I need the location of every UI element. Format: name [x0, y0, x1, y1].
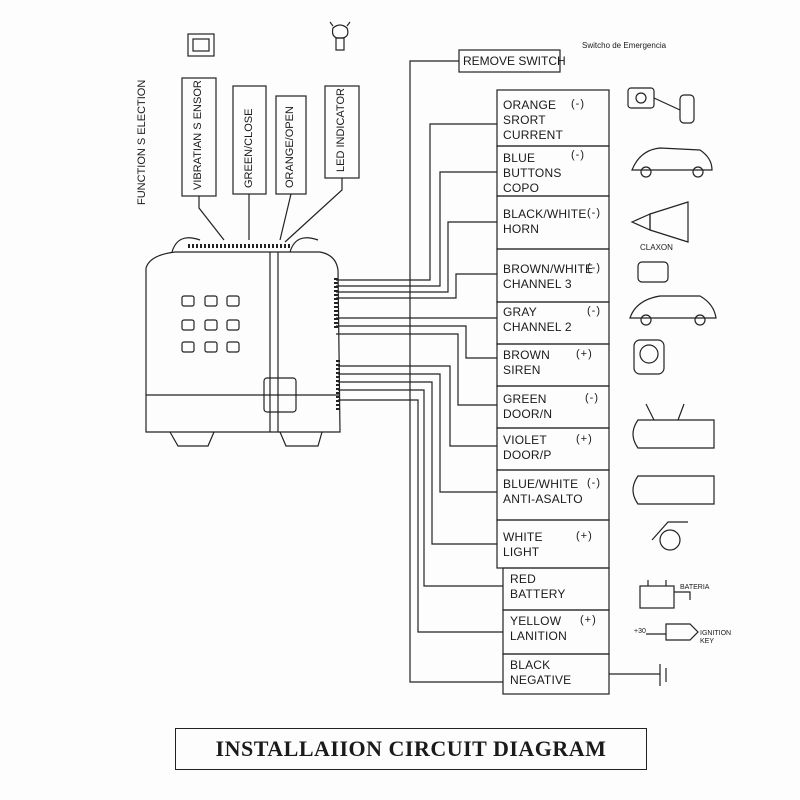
- wire-color: YELLOW: [510, 614, 562, 628]
- wire-color: BLACK/WHITE: [503, 207, 587, 221]
- wire-violet-label: VIOLET DOOR/P: [503, 433, 552, 463]
- wire-blue-label: BLUE BUTTONS COPO: [503, 151, 562, 196]
- wire-gray-label: GRAY CHANNEL 2: [503, 305, 572, 335]
- wire-color: BLACK: [510, 658, 551, 672]
- polarity: (-): [587, 477, 601, 489]
- wire-red-label: RED BATTERY: [510, 572, 566, 602]
- emergency-switch-logo-text: Switcho de Emergencia: [582, 41, 667, 50]
- wire-brown-label: BROWN SIREN: [503, 348, 550, 378]
- diagram-title: INSTALLAIION CIRCUIT DIAGRAM: [175, 728, 647, 770]
- wire-function: BUTTONS: [503, 166, 562, 180]
- polarity: (-): [587, 207, 601, 219]
- remove-switch-label: REMOVE SWITCH: [463, 54, 566, 68]
- wire-color: GREEN: [503, 392, 547, 406]
- ignition-key-label: IGNITION KEY: [700, 630, 732, 645]
- polarity: (+): [576, 433, 593, 445]
- function-selection-label: FUNCTION S ELECTION: [136, 79, 148, 205]
- wire-black-white-label: BLACK/WHITE HORN: [503, 207, 587, 237]
- wire-color: GRAY: [503, 305, 537, 319]
- wire-green-label: GREEN DOOR/N: [503, 392, 552, 422]
- wire-function: HORN: [503, 222, 540, 236]
- wire-color: VIOLET: [503, 433, 547, 447]
- polarity: (+): [576, 348, 593, 360]
- wire-color: BLUE: [503, 151, 536, 165]
- wire-color: ORANGE: [503, 98, 557, 112]
- orange-open-label: ORANGE/OPEN: [284, 106, 296, 188]
- alarm-control-unit: [145, 237, 341, 447]
- bateria-label: BATERIA: [680, 584, 710, 591]
- wire-function: LANITION: [510, 629, 567, 643]
- wire-color: BLUE/WHITE: [503, 477, 579, 491]
- wire-function: LIGHT: [503, 545, 540, 559]
- claxon-label: CLAXON: [640, 243, 673, 252]
- polarity: (-): [571, 98, 585, 110]
- wire-color: BROWN: [503, 348, 550, 362]
- wire-function: NEGATIVE: [510, 673, 572, 687]
- wire-function: SIREN: [503, 363, 541, 377]
- wire-orange-label: ORANGE SRORT CURRENT: [503, 98, 563, 143]
- wire-color: WHITE: [503, 530, 543, 544]
- wire-white-label: WHITE LIGHT: [503, 530, 543, 560]
- wire-function: BATTERY: [510, 587, 566, 601]
- wire-function: CHANNEL 3: [503, 277, 572, 291]
- polarity: (+): [580, 614, 597, 626]
- wire-blue-white-label: BLUE/WHITE ANTI-ASALTO: [503, 477, 583, 507]
- polarity: (-): [587, 305, 601, 317]
- wire-function-2: COPO: [503, 181, 540, 195]
- green-close-label: GREEN/CLOSE: [243, 108, 255, 188]
- wire-color: BROWN/WHITE: [503, 262, 594, 276]
- wire-color: RED: [510, 572, 536, 586]
- wire-function: CHANNEL 2: [503, 320, 572, 334]
- vibration-sensor-label: VIBRATIAN S ENSOR: [192, 80, 204, 190]
- wire-function: SRORT: [503, 113, 546, 127]
- polarity: (-): [585, 392, 599, 404]
- wire-black-label: BLACK NEGATIVE: [510, 658, 571, 688]
- wire-function-2: CURRENT: [503, 128, 564, 142]
- wire-brown-white-label: BROWN/WHITE CHANNEL 3: [503, 262, 593, 292]
- led-indicator-label: LED INDICATOR: [335, 88, 347, 172]
- wire-function: DOOR/P: [503, 448, 552, 462]
- wire-yellow-label: YELLOW LANITION: [510, 614, 567, 644]
- polarity: (+): [576, 530, 593, 542]
- polarity: (-): [587, 262, 601, 274]
- wire-function: DOOR/N: [503, 407, 553, 421]
- plus30-label: +30: [634, 628, 646, 635]
- wire-function: ANTI-ASALTO: [503, 492, 583, 506]
- polarity: (-): [571, 149, 585, 161]
